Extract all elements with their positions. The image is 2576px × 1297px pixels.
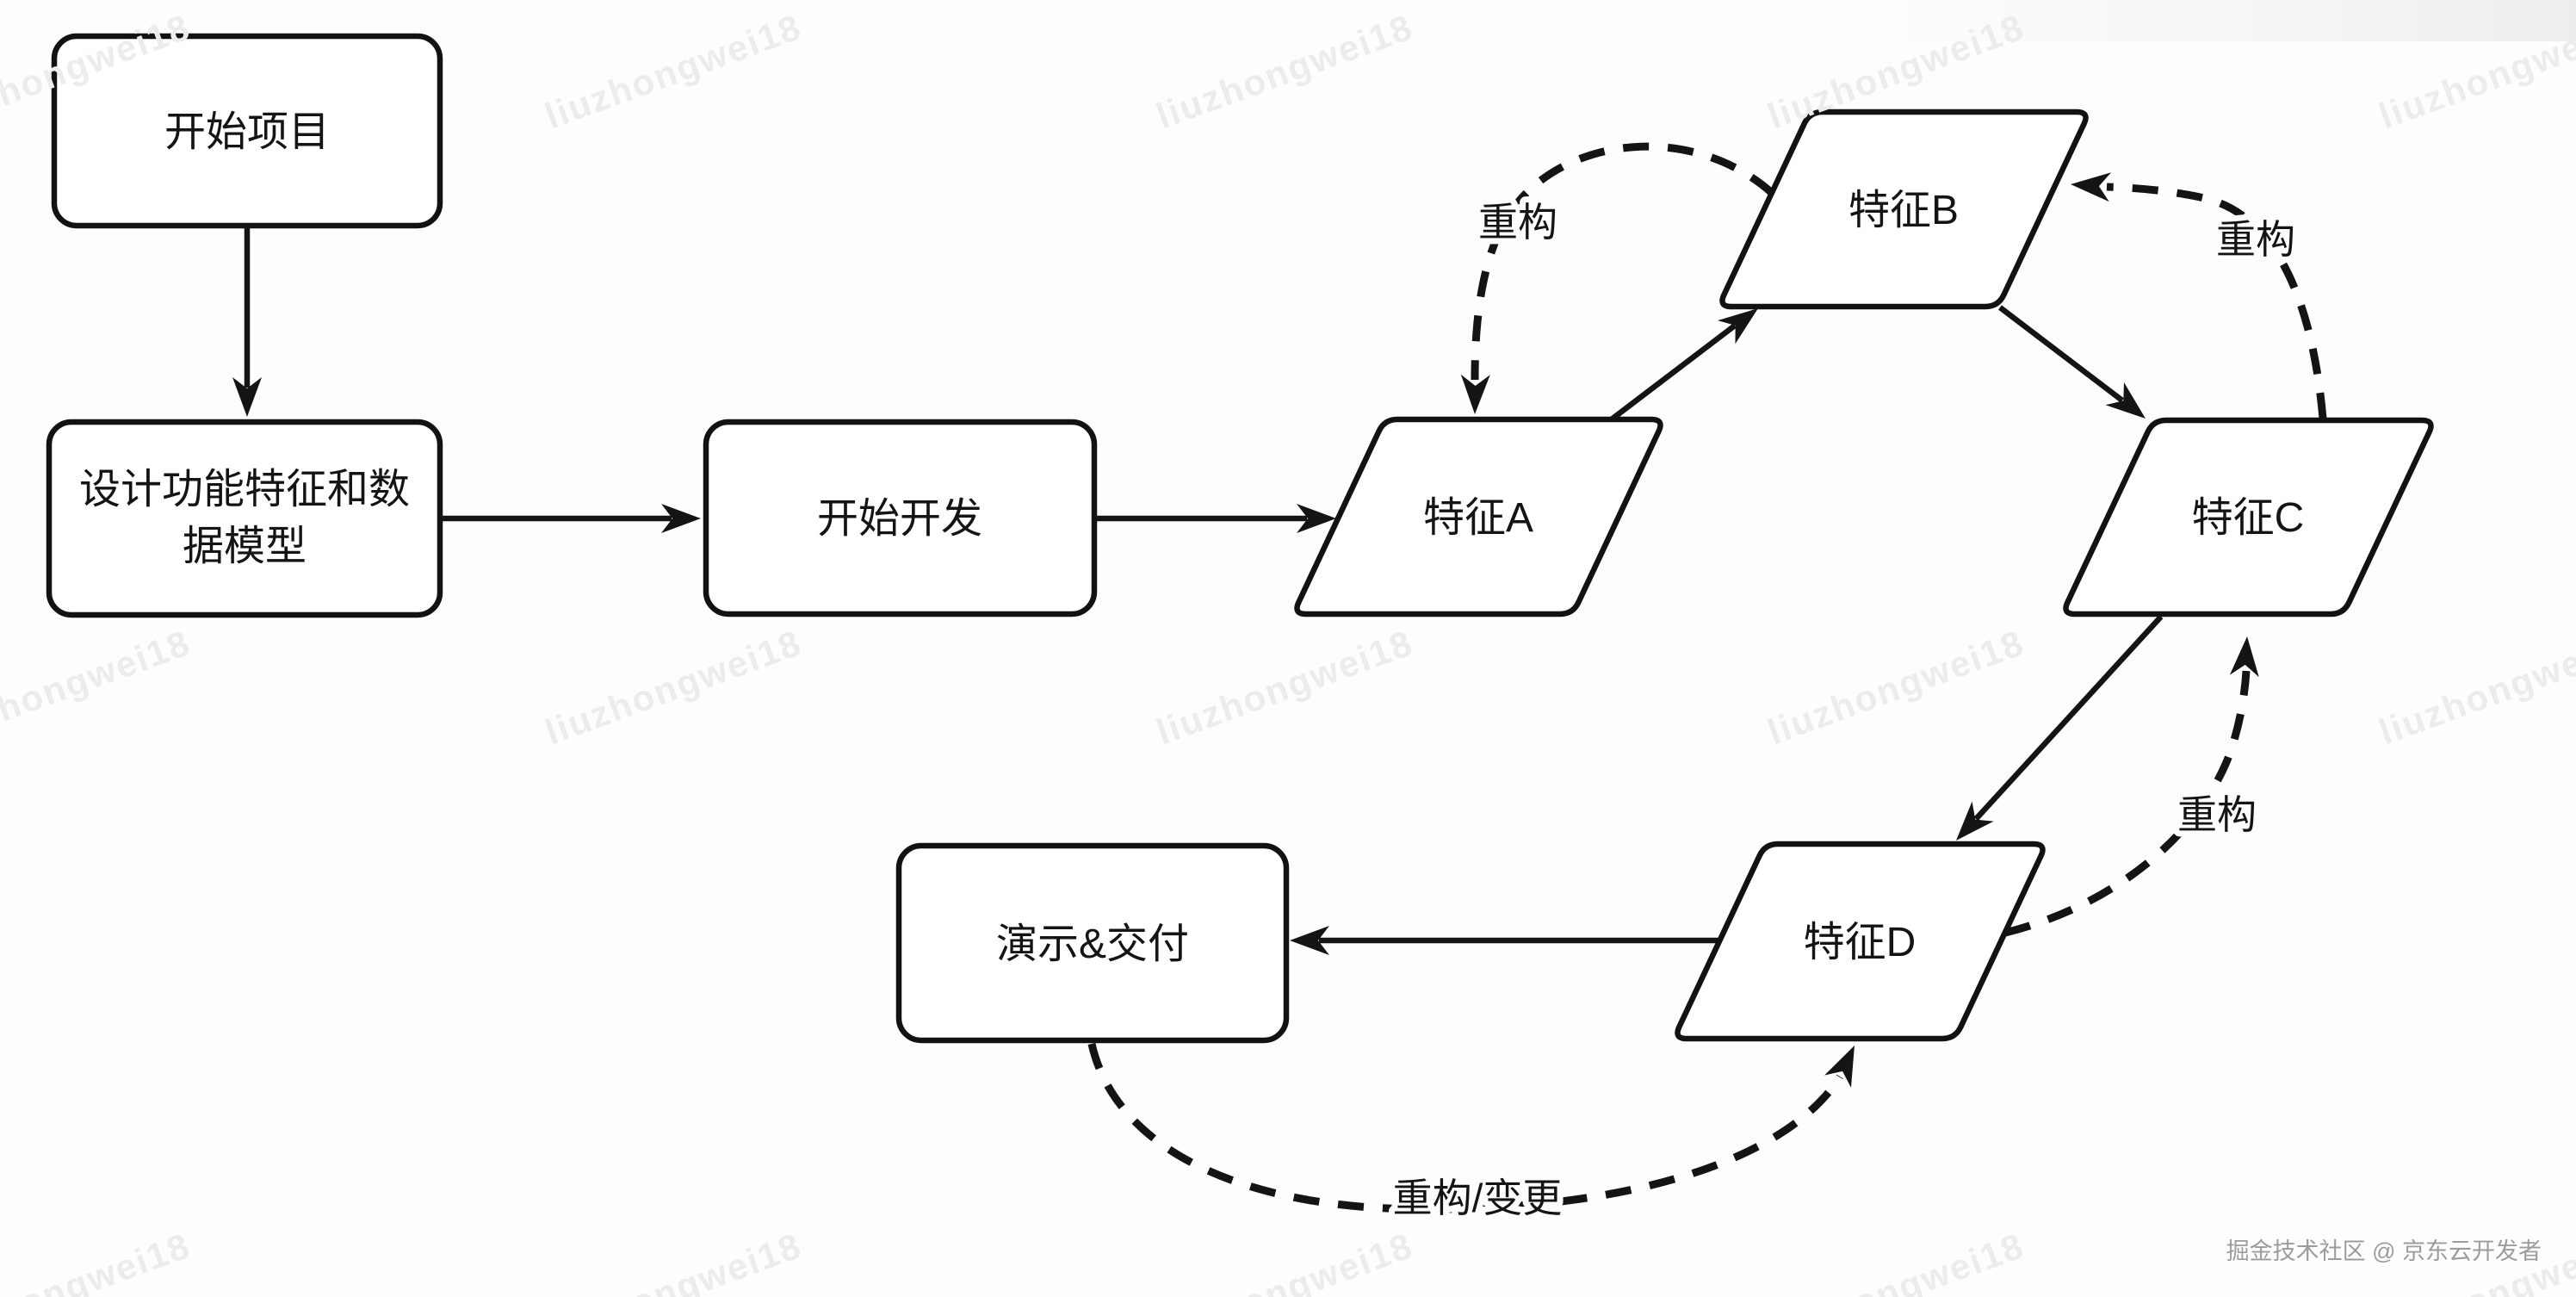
node-feature-d-label: 特征D: [1804, 920, 1917, 965]
watermark-text: liuzhongwei18: [1151, 6, 1418, 136]
edge-feature-b-to-c: [1998, 305, 2124, 403]
dashed-edge-refactor-change: [1087, 1043, 1843, 1213]
credit-text: 掘金技术社区 @ 京东云开发者: [2226, 1238, 2542, 1264]
arrowhead: [2229, 635, 2262, 678]
node-design-model: [46, 419, 443, 618]
node-feature-a: [1294, 416, 1663, 617]
node-start-dev-label: 开始开发: [817, 496, 982, 542]
node-start-project: [51, 33, 443, 229]
node-feature-a-label: 特征A: [1423, 495, 1533, 541]
node-feature-c-label: 特征C: [2192, 495, 2305, 541]
watermark-text: liuzhongwei18: [1151, 622, 1418, 752]
arrowhead: [1824, 1039, 1868, 1088]
node-feature-c: [2063, 417, 2434, 617]
nodes-layer: 开始项目 设计功能特征和数 据模型 开始开发 特征A 特征B 特征C 特征D 演…: [46, 33, 2434, 1044]
watermark-text: liuzhongwei18: [1762, 1225, 2029, 1297]
watermark-text: liuzhongwei18: [540, 6, 807, 136]
arrowhead: [1460, 374, 1490, 415]
node-demo-delivery: [895, 842, 1290, 1044]
arrowhead: [2069, 170, 2112, 202]
watermark-text: liuzhongwei18: [1151, 1225, 1418, 1297]
node-design-model-label-line1: 设计功能特征和数: [79, 467, 410, 512]
corner-shade: [1877, 0, 2576, 41]
node-start-dev: [703, 419, 1098, 617]
edge-label-refactor-d-to-c: 重构: [2177, 792, 2257, 837]
watermark-text: liuzhongwei18: [540, 1225, 807, 1297]
node-feature-b: [1719, 109, 2089, 310]
watermark-text: liuzhongwei18: [0, 622, 195, 752]
watermark-text: liuzhongwei18: [540, 622, 807, 752]
dashed-edge-refactor-b-to-a: [1471, 142, 1774, 381]
node-feature-d: [1675, 841, 2046, 1042]
arrowhead: [2105, 382, 2155, 431]
edge-label-refactor-change: 重构/变更: [1393, 1176, 1563, 1220]
watermark-text: liuzhongwei18: [1762, 622, 2029, 752]
credit-text-shadow: 掘金技术社区 @ 京东云开发者: [2228, 1240, 2543, 1266]
dashed-edge-refactor-c-to-b: [2106, 183, 2327, 419]
edge-feature-a-to-b: [1607, 323, 1737, 424]
node-design-model-label-line2: 据模型: [183, 524, 307, 569]
watermark-text: liuzhongwei18: [2374, 622, 2576, 752]
node-demo-delivery-label: 演示&交付: [996, 922, 1189, 967]
edge-feature-c-to-d: [1973, 614, 2164, 822]
node-start-project-label: 开始项目: [164, 109, 330, 155]
watermark-text: liuzhongwei18: [0, 1225, 195, 1297]
edges-layer: [232, 142, 2327, 1213]
edge-label-refactor-c-to-b: 重构: [2216, 217, 2295, 262]
edge-labels-layer: 重构 重构 重构 重构/变更: [1387, 194, 2301, 1226]
edge-label-refactor-b-to-a: 重构: [1478, 200, 1557, 245]
node-feature-b-label: 特征B: [1848, 188, 1959, 233]
